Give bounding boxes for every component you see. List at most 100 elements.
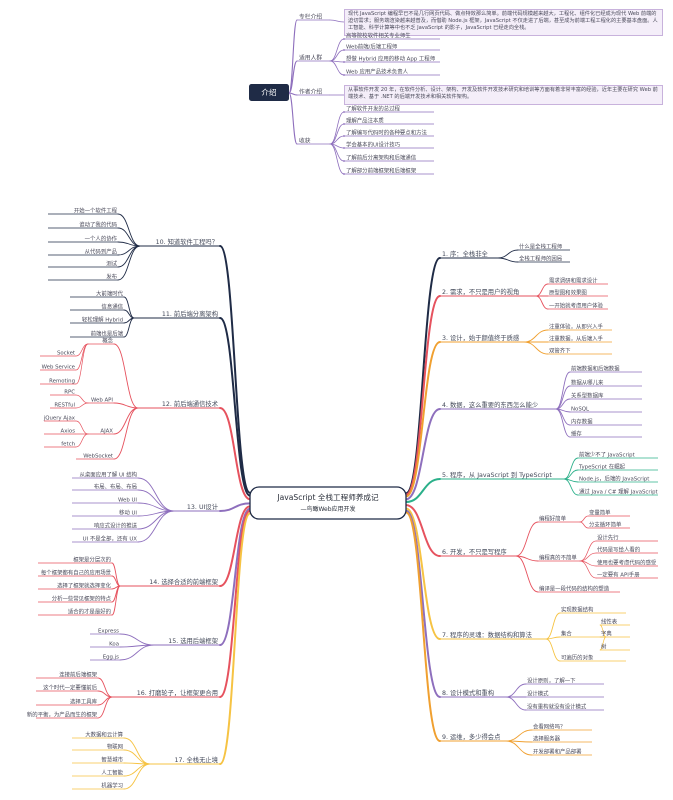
branch-16-connector bbox=[219, 509, 251, 698]
branch-8-connector bbox=[405, 509, 441, 698]
branch-12-leaf-1-1: Socket bbox=[57, 350, 75, 356]
branch-10-connector bbox=[219, 245, 251, 494]
branch-14-leaf-5: 适合的才是最好的 bbox=[68, 607, 111, 615]
branch-15-leaf-connector bbox=[119, 633, 155, 646]
intro-leaf-4-1: 了解软件开发的总过程 bbox=[346, 104, 401, 112]
branch-1-label: 1. 序：全栈非全 bbox=[442, 249, 488, 258]
branch-5-connector bbox=[405, 478, 441, 504]
branch-6-child-connector bbox=[515, 555, 539, 593]
branch-12-leaf-1-3: Remoting bbox=[49, 378, 75, 384]
branch-12-leaf-2-2: RESTful bbox=[54, 402, 75, 408]
connector-dot bbox=[343, 160, 345, 162]
branch-1-leaf-connector bbox=[497, 249, 519, 259]
intro-leaf-connector bbox=[329, 19, 345, 23]
author-intro-text: 从事软件开发 20 年，在软件分析、设计、架构、开发及软件开发技术研究和培训等方… bbox=[344, 85, 663, 105]
branch-3-label: 3. 设计，始于颜值终于质感 bbox=[442, 333, 520, 342]
branch-10-leaf-1: 开始一个软件工程 bbox=[74, 206, 118, 214]
branch-9-leaf-1: 会看网络吗？ bbox=[533, 722, 565, 730]
branch-13-leaf-connector bbox=[137, 489, 175, 512]
branch-11-leaf-4: 前端也是后端 bbox=[91, 329, 124, 337]
branch-7-leaf-2-3: 树 bbox=[601, 642, 607, 650]
branch-13-leaf-3: Web UI bbox=[118, 497, 137, 503]
branch-9-leaf-2: 选择服务器 bbox=[533, 734, 561, 742]
branch-3-leaf-2: 注重数据，从后端入手 bbox=[549, 334, 604, 342]
branch-16-leaf-connector bbox=[97, 696, 113, 719]
branch-12-leaf-3-1: jQuery Ajax bbox=[43, 415, 76, 421]
branch-6-child-connector bbox=[515, 521, 539, 557]
branch-12-child-3: AJAX bbox=[100, 428, 113, 434]
branch-2-leaf-connector bbox=[535, 283, 549, 297]
branch-2-leaf-2: 原型图和效果图 bbox=[549, 288, 587, 296]
connector-dot bbox=[343, 123, 345, 125]
branch-14-leaf-1: 框架是分层次的 bbox=[73, 555, 111, 563]
branch-5-leaf-3: Node.js，后端的 JavaScript bbox=[579, 474, 649, 482]
branch-12-leaf-connector bbox=[75, 433, 89, 448]
branch-7-leaf-2-2: 字典 bbox=[601, 629, 612, 637]
branch-1-leaf-connector bbox=[497, 257, 519, 263]
connector-dot bbox=[343, 147, 345, 149]
intro-root-node: 介绍 bbox=[249, 84, 289, 101]
branch-6-connector bbox=[405, 504, 441, 557]
branch-12-label: 12. 前后端通信技术 bbox=[162, 399, 219, 408]
branch-7-leaf-connector bbox=[599, 636, 607, 651]
branch-17-leaf-connector bbox=[123, 737, 151, 765]
branch-8-leaf-1: 设计原则，了解一下 bbox=[527, 676, 576, 684]
branch-4-label: 4. 数据，这么重要的东西怎么能少 bbox=[442, 400, 538, 409]
branch-4-leaf-3: 关系型数据库 bbox=[571, 391, 604, 399]
branch-6-child-1: 编程好简单 bbox=[539, 514, 567, 522]
map-subtitle: —鸟瞰Web应用开发 bbox=[300, 505, 355, 513]
intro-leaf-4-3: 了解编写代码时的各种要点和方法 bbox=[346, 128, 427, 136]
branch-7-child-1: 实现数据结构 bbox=[561, 605, 594, 613]
branch-11-connector bbox=[219, 317, 251, 497]
connector-dot bbox=[343, 38, 345, 40]
branch-6-leaf-connector bbox=[579, 515, 589, 523]
branch-7-child-connector bbox=[545, 612, 561, 640]
branch-2-leaf-3: 一开始就考虑用户体验 bbox=[549, 301, 604, 309]
branch-16-leaf-4: 新的平衡，为产品而生的框架 bbox=[27, 710, 98, 718]
intro-leaf-4-5: 了解前后分离架构和后端通信 bbox=[346, 153, 417, 161]
connector-dot bbox=[343, 49, 345, 51]
branch-11-label: 11. 前后端分离架构 bbox=[162, 309, 218, 318]
branch-12-leaf-connector bbox=[75, 343, 89, 385]
intro-branch-3: 作者介绍 bbox=[299, 87, 322, 95]
intro-branch-connector bbox=[288, 92, 298, 96]
branch-8-leaf-2: 设计模式 bbox=[527, 689, 549, 697]
branch-8-leaf-connector bbox=[505, 683, 527, 698]
author-intro-box: 从事软件开发 20 年，在软件分析、设计、架构、开发及软件开发技术研究和培训等方… bbox=[344, 85, 663, 105]
branch-4-leaf-4: NoSQL bbox=[571, 406, 589, 412]
intro-leaf-4-6: 了解部分前端框架和后端框架 bbox=[346, 166, 417, 174]
intro-leaf-connector bbox=[329, 60, 345, 76]
branch-13-leaf-5: 响应式设计的推送 bbox=[94, 521, 138, 529]
connector-dot bbox=[343, 74, 345, 76]
branch-9-leaf-3: 开发部署和产品部署 bbox=[533, 747, 582, 755]
branch-14-connector bbox=[219, 505, 251, 587]
branch-11-leaf-2: 信息通信 bbox=[101, 302, 123, 310]
branch-12-connector bbox=[219, 407, 251, 501]
branch-16-leaf-3: 选择工具库 bbox=[70, 697, 98, 705]
intro-branch-connector bbox=[288, 92, 298, 145]
branch-7-label: 7. 程序的灵魂：数据结构和算法 bbox=[442, 630, 532, 639]
branch-11-leaf-3: 轻松理解 Hybrid bbox=[82, 315, 123, 323]
branch-8-leaf-connector bbox=[505, 696, 527, 711]
branch-9-leaf-connector bbox=[505, 740, 533, 756]
branch-10-leaf-connector bbox=[117, 241, 141, 247]
branch-15-leaf-2: Koa bbox=[109, 641, 119, 647]
branch-14-leaf-2: 每个框架都有自己的应用场景 bbox=[41, 568, 112, 576]
intro-branch-1: 专栏介绍 bbox=[299, 12, 322, 20]
branch-9-label: 9. 运维，多少得会点 bbox=[442, 732, 500, 741]
central-topic: JavaScript 全栈工程师养成记 —鸟瞰Web应用开发 bbox=[249, 486, 407, 520]
branch-6-leaf-connector bbox=[579, 521, 589, 529]
branch-15-connector bbox=[219, 507, 251, 646]
connector-dot bbox=[343, 61, 345, 63]
intro-leaf-connector bbox=[329, 38, 345, 62]
branch-17-leaf-2: 物联网 bbox=[107, 742, 123, 750]
branch-10-label: 10. 知道软件工程吗？ bbox=[156, 237, 218, 246]
intro-leaf-4-2: 理解产品注本质 bbox=[346, 116, 384, 124]
branch-17-leaf-connector bbox=[123, 763, 151, 790]
intro-leaf-connector bbox=[329, 143, 345, 175]
intro-branch-4: 收获 bbox=[299, 136, 311, 144]
branch-10-leaf-connector bbox=[117, 213, 141, 247]
branch-16-leaf-1: 连接前后端框架 bbox=[59, 670, 97, 678]
branch-17-connector bbox=[219, 512, 251, 765]
